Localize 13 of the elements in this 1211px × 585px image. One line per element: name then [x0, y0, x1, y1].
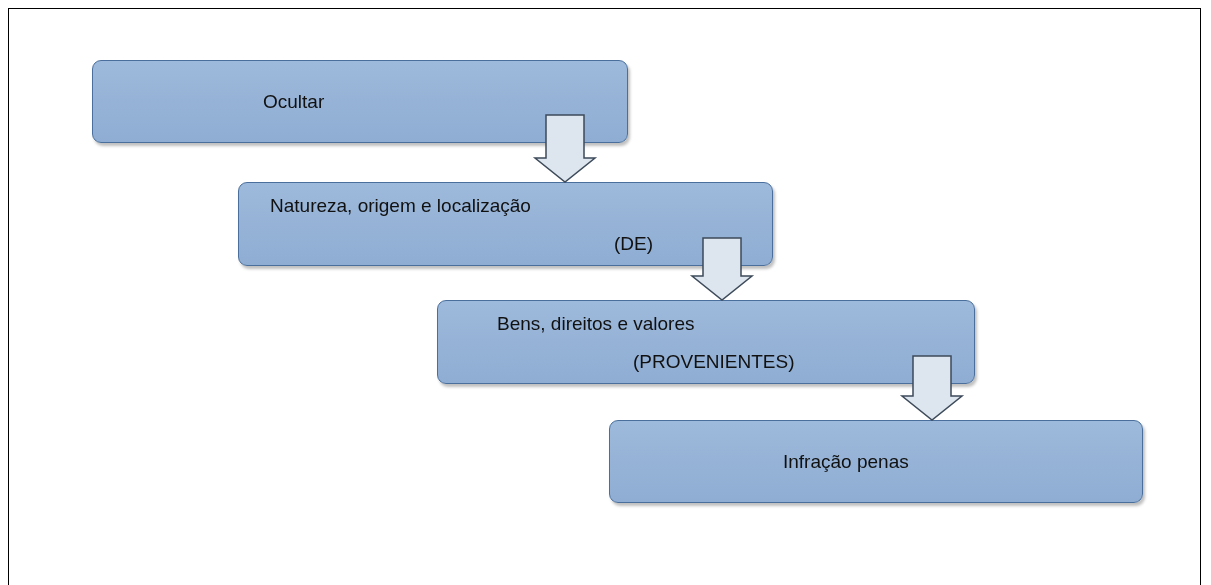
- box-label: Natureza, origem e localização: [270, 195, 531, 217]
- block-arrow: [532, 114, 598, 183]
- process-box: [238, 182, 773, 266]
- box-label: (PROVENIENTES): [633, 351, 795, 373]
- box-label: Bens, direitos e valores: [497, 313, 695, 335]
- block-arrow: [689, 237, 755, 301]
- process-box: [92, 60, 628, 143]
- process-box: [609, 420, 1143, 503]
- box-label: (DE): [614, 233, 654, 255]
- box-label: Infração penas: [783, 451, 909, 473]
- box-label: Ocultar: [263, 91, 325, 113]
- process-box: [437, 300, 975, 384]
- block-arrow: [899, 355, 965, 421]
